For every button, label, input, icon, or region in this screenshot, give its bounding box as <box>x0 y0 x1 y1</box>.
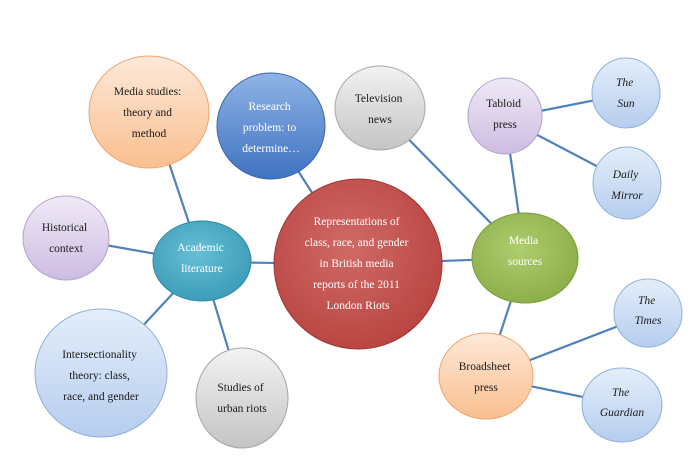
central-topic-text: Representations of class, race, and gend… <box>305 216 412 312</box>
node-media-studies: Media studies: theory and method <box>88 55 210 169</box>
tabloid-press-text: Tabloid press <box>486 98 524 131</box>
node-urban-riots: Studies of urban riots <box>195 347 289 449</box>
media-sources-text: Media sources <box>508 235 543 268</box>
media-studies-text: Media studies: theory and method <box>114 86 184 140</box>
node-tabloid-press: Tabloid press <box>467 77 543 155</box>
the-guardian-text: The Guardian <box>600 387 645 419</box>
television-news-text: Television news <box>355 93 406 126</box>
research-problem-text: Research problem: to determine… <box>242 101 299 155</box>
node-academic-literature: Academic literature <box>152 220 252 302</box>
node-intersectionality: Intersectionality theory: class, race, a… <box>34 308 168 438</box>
urban-riots-text: Studies of urban riots <box>217 382 267 415</box>
historical-context-text: Historical context <box>42 222 90 255</box>
node-daily-mirror: Daily Mirror <box>592 146 662 220</box>
node-media-sources: Media sources <box>471 212 579 304</box>
daily-mirror-text: Daily Mirror <box>610 169 643 202</box>
node-the-times: The Times <box>613 278 683 348</box>
academic-literature-text: Academic literature <box>177 242 227 275</box>
broadsheet-press-text: Broadsheet press <box>459 361 514 394</box>
the-sun-text: The Sun <box>616 77 636 110</box>
node-historical-context: Historical context <box>22 195 110 281</box>
node-the-sun: The Sun <box>591 57 661 129</box>
intersectionality-text: Intersectionality theory: class, race, a… <box>62 349 140 403</box>
the-times-text: The Times <box>635 295 662 327</box>
node-television-news: Television news <box>334 65 426 151</box>
node-research-problem: Research problem: to determine… <box>216 72 326 180</box>
node-central-topic: Representations of class, race, and gend… <box>273 178 443 350</box>
node-broadsheet-press: Broadsheet press <box>438 332 534 420</box>
node-the-guardian: The Guardian <box>581 367 663 443</box>
